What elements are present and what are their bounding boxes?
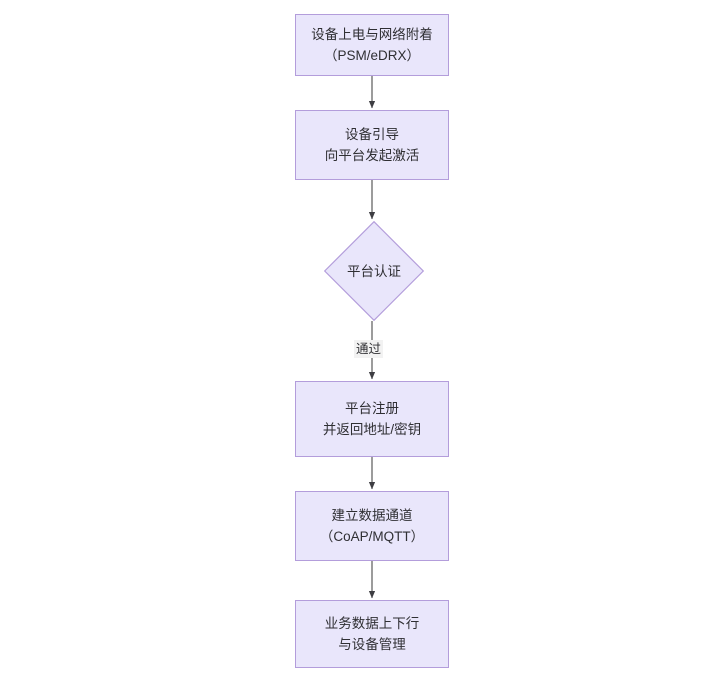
node-label-line1: 平台注册 <box>345 401 399 416</box>
node-label-line2: （CoAP/MQTT） <box>319 529 425 544</box>
node-label-line2: 向平台发起激活 <box>324 148 420 163</box>
node-establish-data-channel[interactable]: 建立数据通道 （CoAP/MQTT） <box>295 491 449 561</box>
node-label-line1: 设备上电与网络附着 <box>311 27 433 42</box>
node-platform-registration[interactable]: 平台注册 并返回地址/密钥 <box>295 381 449 457</box>
diamond-shape <box>324 221 424 321</box>
edge-label-pass: 通过 <box>354 340 384 358</box>
node-label-line2: 与设备管理 <box>338 637 406 652</box>
node-business-data-and-device-management[interactable]: 业务数据上下行 与设备管理 <box>295 600 449 668</box>
node-label-line2: （PSM/eDRX） <box>323 48 421 63</box>
node-label-line1: 业务数据上下行 <box>324 616 420 631</box>
node-label-line2: 并返回地址/密钥 <box>322 422 422 437</box>
node-label-line1: 设备引导 <box>345 127 399 142</box>
node-platform-authentication[interactable]: 平台认证 <box>324 221 424 321</box>
node-label-line1: 建立数据通道 <box>331 508 413 523</box>
node-device-power-on[interactable]: 设备上电与网络附着 （PSM/eDRX） <box>295 14 449 76</box>
node-label-line1: 平台认证 <box>347 263 401 279</box>
node-device-bootstrap[interactable]: 设备引导 向平台发起激活 <box>295 110 449 180</box>
